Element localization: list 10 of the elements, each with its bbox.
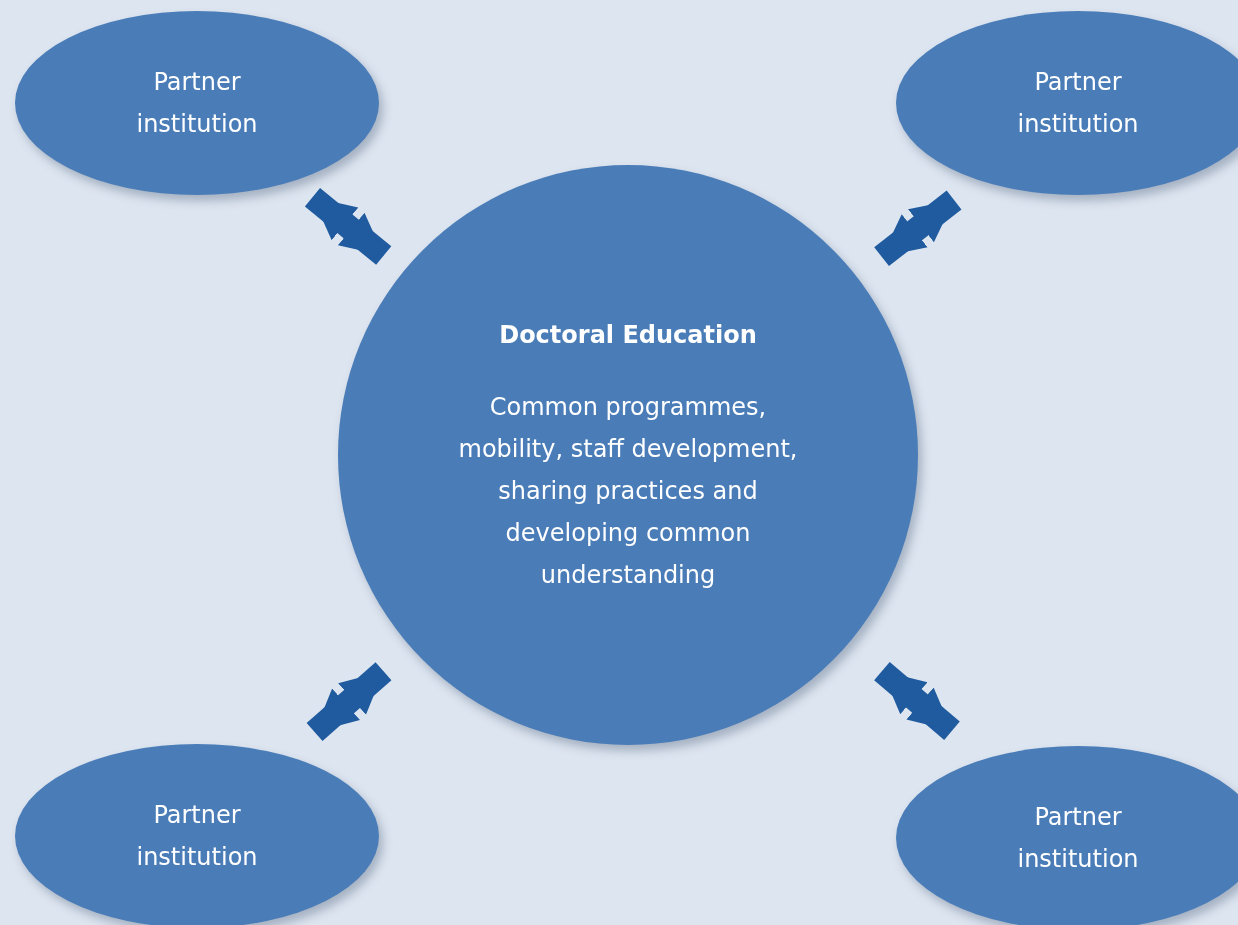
double-arrow bbox=[874, 661, 960, 740]
heading: Doctoral Education bbox=[499, 320, 757, 351]
double-arrow bbox=[304, 188, 392, 265]
node-label: Common programmes, mobility, staff development, sharing practices and developing common understanding bbox=[457, 392, 799, 591]
double-arrow bbox=[874, 190, 962, 267]
node-label: Partner institution bbox=[1016, 67, 1140, 140]
node-label: Partner institution bbox=[135, 800, 259, 873]
double-arrow bbox=[306, 662, 392, 742]
node-label: Partner institution bbox=[135, 67, 259, 140]
node-label: Partner institution bbox=[1016, 802, 1140, 875]
